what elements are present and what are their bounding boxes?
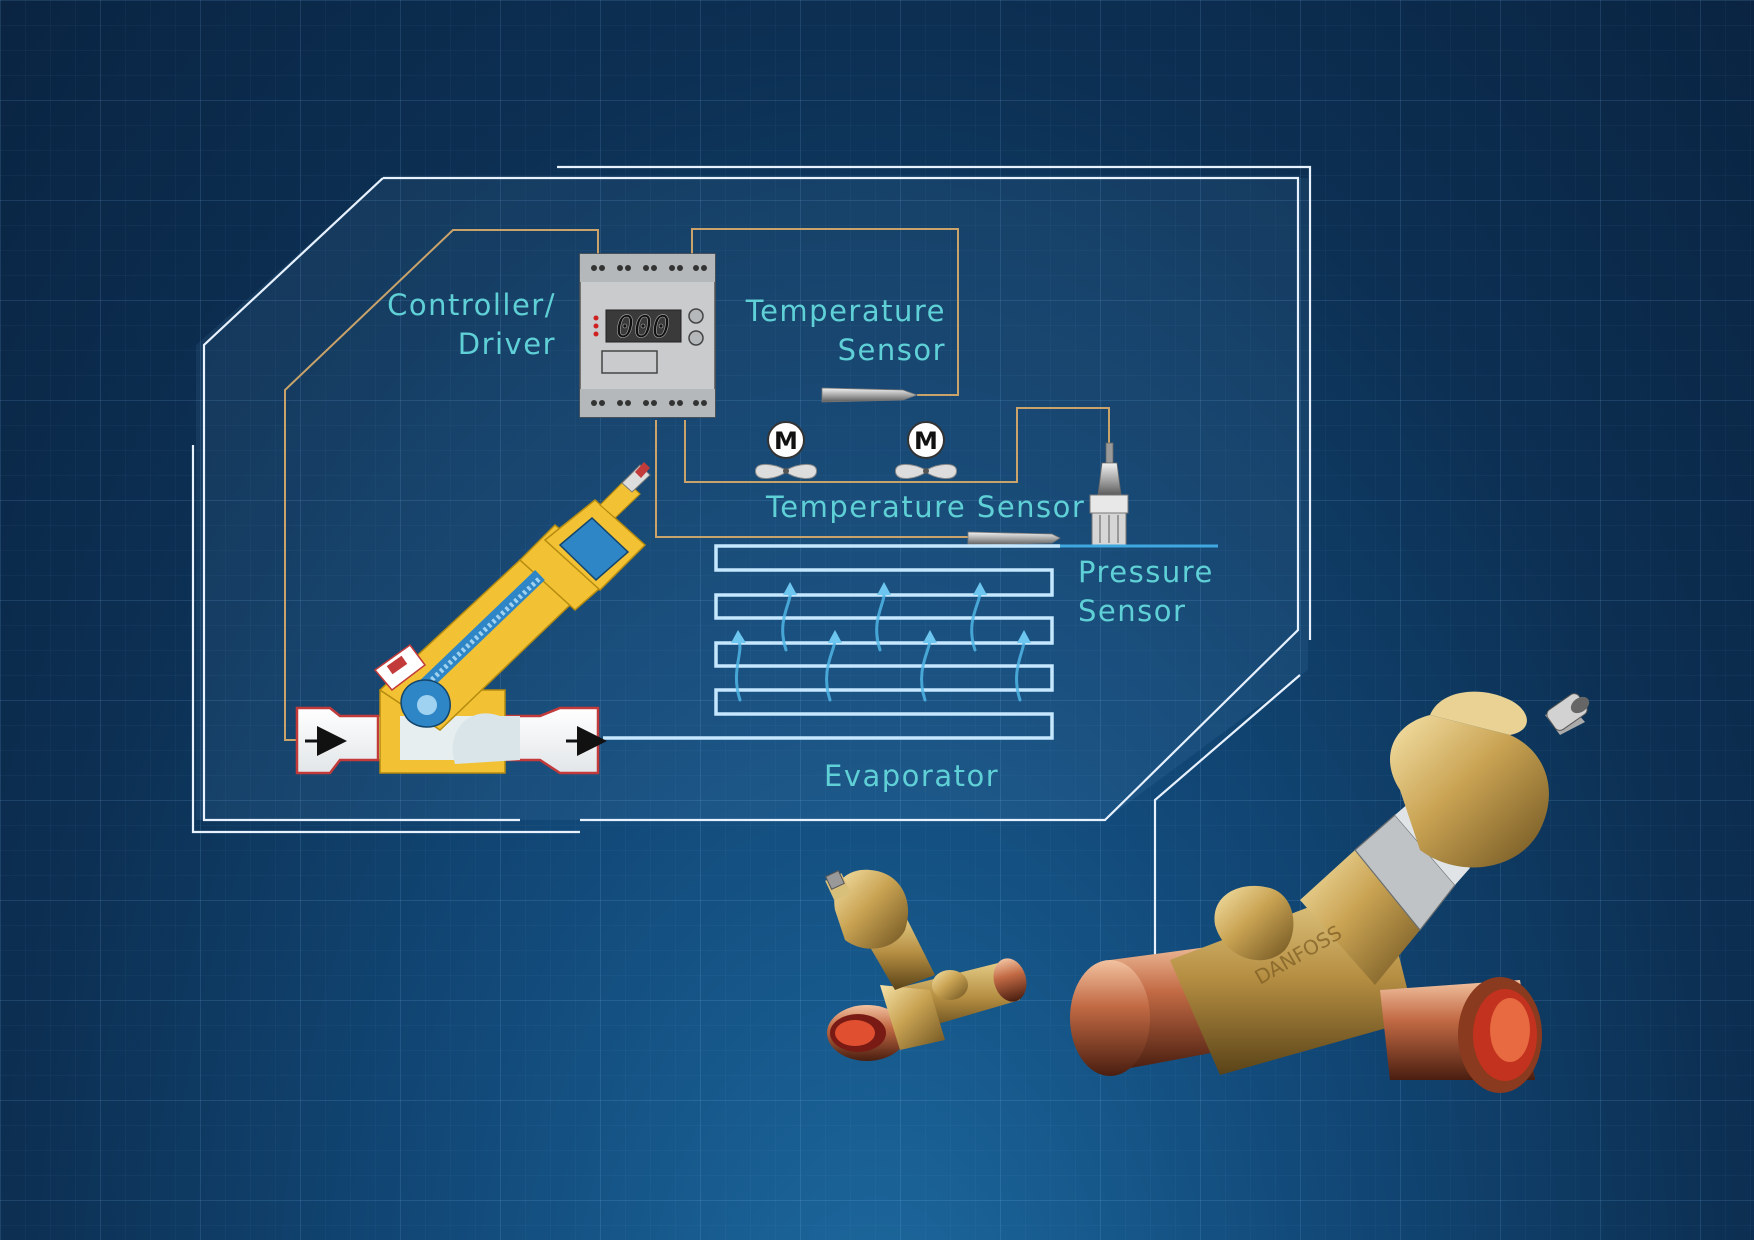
controller-label-line2: Driver	[457, 327, 556, 362]
temperature-probe-upper	[821, 387, 919, 403]
temperature-probe-lower	[967, 531, 1061, 546]
pressure-sensor-line1: Pressure	[1078, 555, 1214, 589]
frame-lines	[191, 165, 1312, 955]
pressure-transducer	[1089, 442, 1129, 546]
valve-photo-small	[825, 869, 1027, 1061]
evaporator-coil	[603, 544, 1060, 740]
controller-display-digits: 000	[616, 310, 670, 345]
controller-module: 000	[579, 253, 716, 418]
evaporator-label: Evaporator	[824, 759, 1000, 793]
temperature-sensor-top-line2: Sensor	[837, 333, 946, 368]
airflow-arrows	[735, 590, 1026, 702]
valve-photo-large: DANFOSS	[1070, 691, 1590, 1093]
temperature-sensor-mid-label: Temperature Sensor	[766, 490, 1086, 524]
controller-label-line1: Controller/	[387, 288, 556, 322]
airflow-arrowheads	[731, 582, 1031, 643]
temperature-sensor-top-line1: Temperature	[745, 294, 946, 328]
expansion-valve-cutaway	[295, 462, 651, 775]
temperature-sensor-top-label: Temperature Sensor	[720, 292, 946, 370]
svg-text:M: M	[774, 427, 798, 455]
wiring	[284, 228, 1110, 741]
controller-driver-label: Controller/ Driver	[360, 286, 556, 364]
svg-text:M: M	[914, 427, 938, 455]
pressure-sensor-line2: Sensor	[1078, 594, 1187, 629]
fan-motor-icon-left: M	[754, 421, 818, 479]
fan-motor-icon-right: M	[894, 421, 958, 479]
pressure-sensor-label: Pressure Sensor	[1078, 553, 1214, 631]
